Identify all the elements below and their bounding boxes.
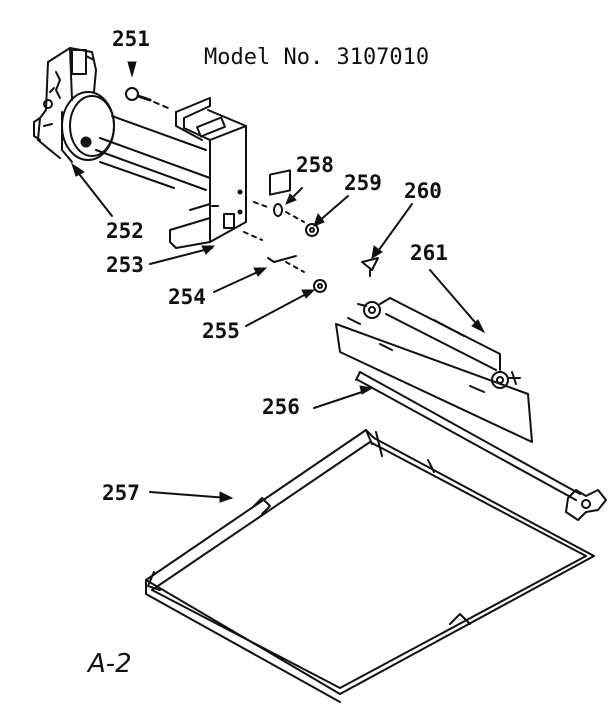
screw-251 (125, 61, 169, 109)
label-254: 254 (168, 285, 206, 309)
screw-260 (361, 257, 379, 277)
label-256: 256 (262, 395, 300, 419)
wire-rack (145, 429, 595, 703)
label-259: 259 (344, 171, 382, 195)
label-252: 252 (106, 219, 144, 243)
label-255: 255 (202, 319, 240, 343)
hinge-spring (347, 297, 521, 393)
nut-258 (253, 201, 305, 223)
plate-and-rod (335, 323, 607, 521)
label-260: 260 (404, 179, 442, 203)
screw-259 (305, 223, 319, 237)
page-code: A-2 (86, 649, 132, 679)
label-261: 261 (410, 241, 448, 265)
model-title: Model No. 3107010 (204, 45, 429, 70)
mounting-bracket (169, 97, 247, 249)
clip-254 (243, 169, 305, 273)
label-253: 253 (106, 253, 144, 277)
label-257: 257 (102, 481, 140, 505)
screw-255 (313, 279, 327, 293)
motor-assembly (33, 47, 211, 191)
leader-lines (71, 162, 486, 503)
label-258: 258 (296, 153, 334, 177)
label-251: 251 (112, 27, 150, 51)
